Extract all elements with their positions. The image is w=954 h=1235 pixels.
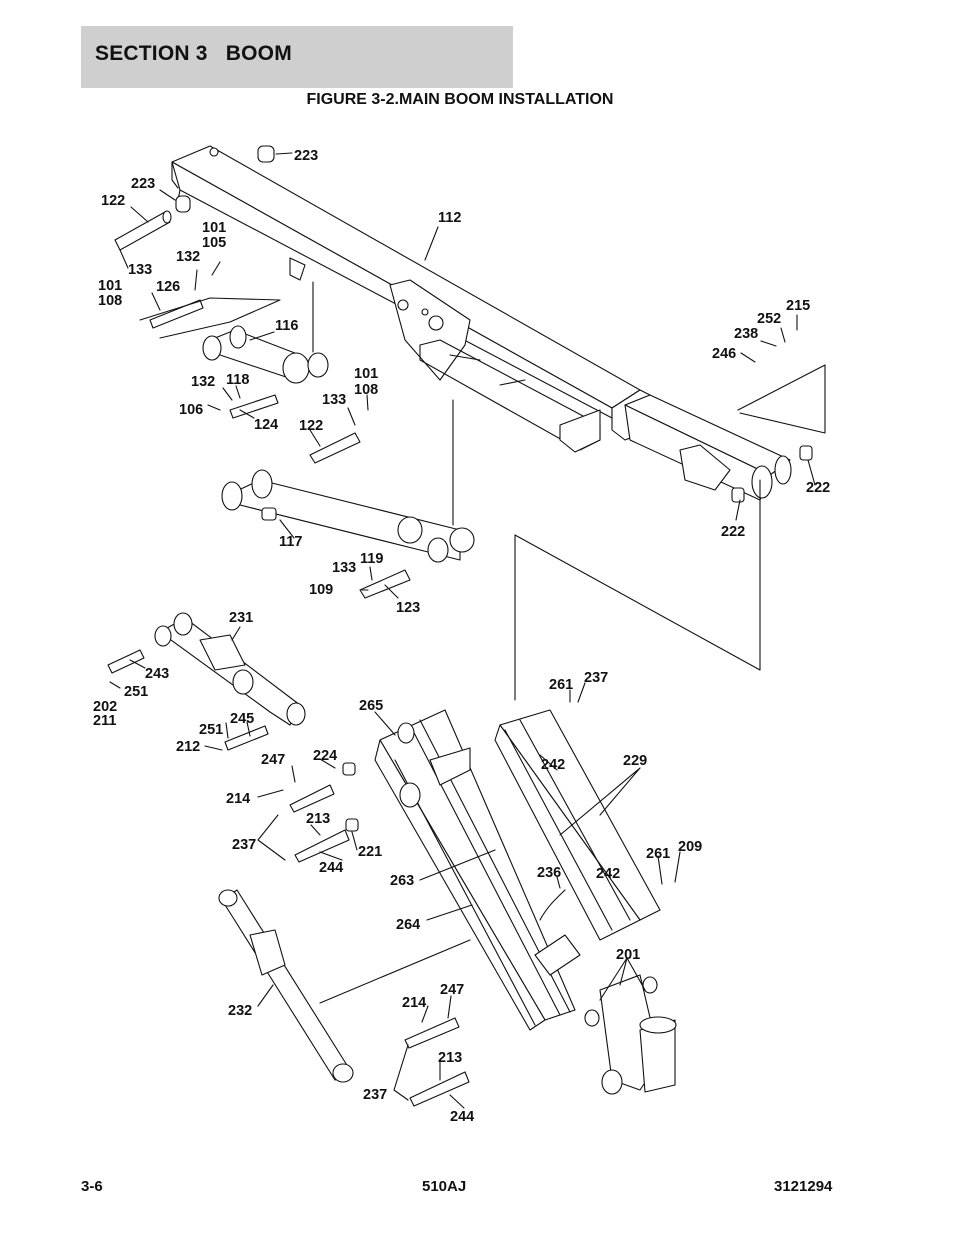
callout-c122b: 122	[299, 418, 323, 434]
rotator-assembly	[534, 889, 677, 1095]
callout-c244b: 244	[450, 1109, 474, 1125]
callout-c212: 212	[176, 739, 200, 755]
callout-c133a: 133	[128, 262, 152, 278]
footer-doc-number: 3121294	[774, 1178, 833, 1195]
callout-c122a: 122	[101, 193, 125, 209]
callout-c265: 265	[359, 698, 383, 714]
callout-c213a: 213	[306, 811, 330, 827]
callout-c247a: 247	[261, 752, 285, 768]
callout-c263: 263	[390, 873, 414, 889]
callout-c214a: 214	[226, 791, 250, 807]
callout-c261a: 261	[549, 677, 573, 693]
callout-c221: 221	[358, 844, 382, 860]
callout-c132b: 132	[191, 374, 215, 390]
callout-c119: 119	[360, 551, 383, 567]
callout-c214b: 214	[402, 995, 426, 1011]
callout-c132a: 132	[176, 249, 200, 265]
callout-c223b: 223	[131, 176, 155, 192]
callout-c106: 106	[179, 402, 203, 418]
callout-c242a: 242	[541, 757, 565, 773]
callout-c133b: 133	[322, 392, 346, 408]
callout-c209: 209	[678, 839, 702, 855]
callout-c222b: 222	[721, 524, 745, 540]
footer-page-number: 3-6	[81, 1178, 103, 1195]
pins-upper-left	[114, 145, 281, 339]
callout-c222a: 222	[806, 480, 830, 496]
callout-c117: 117	[279, 534, 302, 550]
callout-c251a: 251	[124, 684, 148, 700]
linkage-assembly	[374, 709, 576, 1031]
callout-c238: 238	[734, 326, 758, 342]
callout-c101c: 101	[354, 366, 378, 382]
callout-c123: 123	[396, 600, 420, 616]
callout-c201: 201	[616, 947, 640, 963]
callout-c223a: 223	[294, 148, 318, 164]
section-header: SECTION 3 BOOM	[81, 26, 513, 88]
callout-c247b: 247	[440, 982, 464, 998]
callout-c118: 118	[226, 372, 249, 388]
link-116	[202, 257, 329, 384]
callout-c229: 229	[623, 753, 647, 769]
callout-c202: 202	[93, 699, 117, 715]
callout-c108a: 108	[98, 293, 122, 309]
callout-c108b: 108	[354, 382, 378, 398]
callout-c232: 232	[228, 1003, 252, 1019]
callout-labels: 2232231221011051121321331011081261162152…	[93, 148, 830, 1125]
callout-c126: 126	[156, 279, 180, 295]
callout-c231: 231	[229, 610, 253, 626]
callout-c237a: 237	[584, 670, 608, 686]
callout-c105: 105	[202, 235, 226, 251]
cylinder-231	[107, 612, 306, 751]
callout-c236: 236	[537, 865, 561, 881]
callout-c264: 264	[396, 917, 420, 933]
callout-c237c: 237	[363, 1087, 387, 1103]
fly-boom	[624, 394, 813, 503]
callout-c261b: 261	[646, 846, 670, 862]
callout-c109: 109	[309, 582, 333, 598]
footer-model: 510AJ	[422, 1178, 467, 1195]
cylinder-232	[218, 889, 354, 1083]
callout-c112: 112	[438, 210, 461, 226]
callout-c237b: 237	[232, 837, 256, 853]
callout-c251b: 251	[199, 722, 223, 738]
callout-c224: 224	[313, 748, 337, 764]
callout-c116: 116	[275, 318, 298, 334]
callout-c252: 252	[757, 311, 781, 327]
callout-c244a: 244	[319, 860, 343, 876]
callout-c101b: 101	[98, 278, 122, 294]
callout-c246: 246	[712, 346, 736, 362]
callout-c133c: 133	[332, 560, 356, 576]
callout-c213b: 213	[438, 1050, 462, 1066]
cylinder-117	[221, 469, 475, 563]
callout-c245: 245	[230, 711, 254, 727]
bracket-229	[494, 709, 661, 941]
figure-title: FIGURE 3-2.MAIN BOOM INSTALLATION	[306, 91, 614, 108]
section-title: SECTION 3 BOOM	[95, 42, 292, 65]
callout-c211: 211	[93, 713, 116, 729]
callout-c242b: 242	[596, 866, 620, 882]
callout-c124: 124	[254, 417, 278, 433]
callout-c101a: 101	[202, 220, 226, 236]
callout-c243: 243	[145, 666, 169, 682]
callout-c215: 215	[786, 298, 810, 314]
